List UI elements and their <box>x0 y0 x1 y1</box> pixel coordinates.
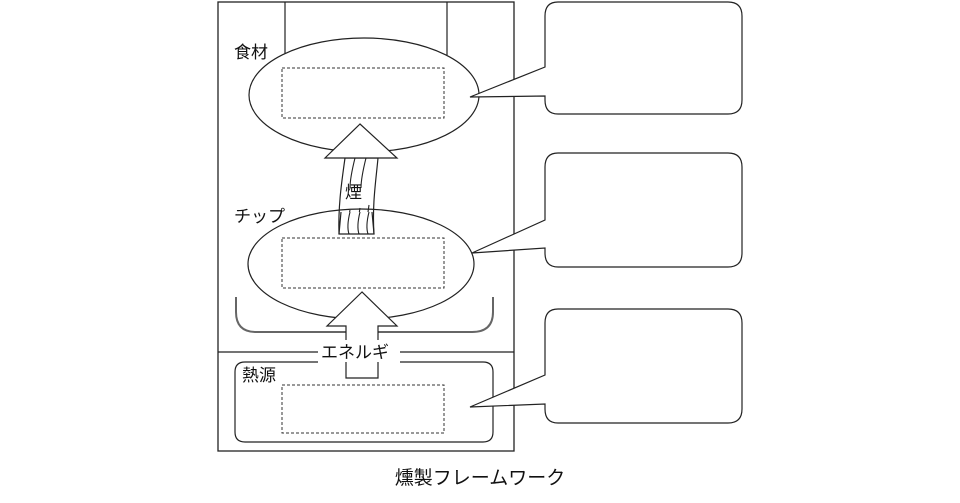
energy-arrow: エネルギ <box>318 291 400 379</box>
smoke-label: 煙 <box>345 183 362 203</box>
callout-chip[interactable] <box>471 152 743 268</box>
smoke-line-1 <box>349 157 356 189</box>
diagram-caption: 燻製フレームワーク <box>395 467 565 489</box>
food-section: 食材 <box>234 37 480 153</box>
smoke-line-5b <box>366 211 370 235</box>
smoke-shaft-edges <box>338 211 375 235</box>
smoke-line-2 <box>360 157 367 189</box>
chip-placeholder-box[interactable] <box>281 237 445 289</box>
smoke-line-3b <box>347 211 351 235</box>
heat-label: 熱源 <box>242 366 276 386</box>
food-placeholder-box[interactable] <box>281 67 445 119</box>
heat-box <box>234 361 494 443</box>
heat-section: 熱源 <box>234 361 494 443</box>
chip-label: チップ <box>234 207 285 227</box>
energy-label-bg <box>318 340 400 362</box>
callout-heat[interactable] <box>469 308 743 424</box>
smoke-line-4b <box>357 211 361 235</box>
food-label: 食材 <box>234 43 268 63</box>
callout-food[interactable] <box>469 1 743 115</box>
smoke-arrow-head <box>323 123 399 159</box>
outer-frame <box>217 1 515 452</box>
heat-bracket <box>235 297 494 333</box>
heat-placeholder-box[interactable] <box>281 384 445 434</box>
energy-arrow-shape <box>325 291 399 379</box>
energy-label: エネルギ <box>321 343 389 363</box>
